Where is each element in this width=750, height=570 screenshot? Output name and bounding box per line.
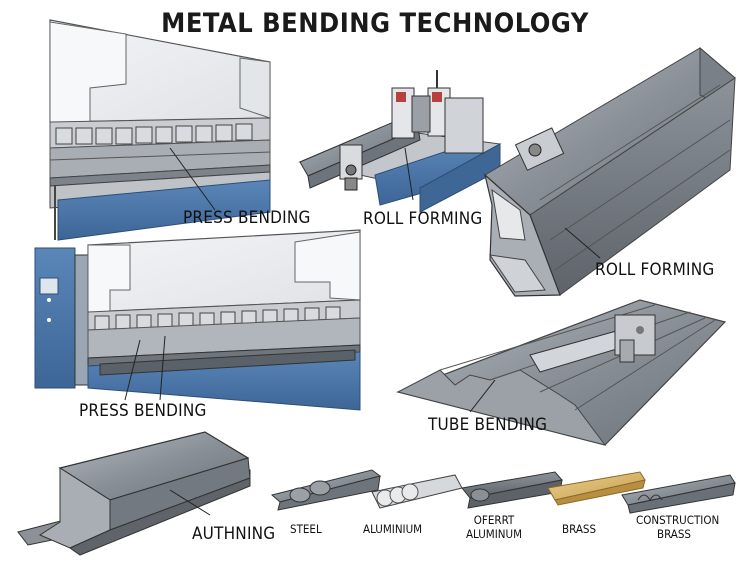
label-authning: AUTHNING <box>192 524 276 544</box>
label-oferrt-line1: OFERRT <box>473 513 515 527</box>
label-steel: STEEL <box>290 522 322 536</box>
label-press-bending-top: PRESS BENDING <box>183 208 311 228</box>
label-aluminium: ALUMINIUM <box>363 522 423 536</box>
label-press-bending-bottom: PRESS BENDING <box>79 401 207 421</box>
brass-sample-illustration <box>547 471 646 506</box>
tube-bending-profile-illustration <box>396 299 727 446</box>
label-brass: BRASS <box>562 522 597 536</box>
label-oferrt-line2: ALUMINUM <box>465 527 523 541</box>
hat-profile-illustration <box>17 431 251 556</box>
label-roll-forming-right: ROLL FORMING <box>595 260 715 280</box>
press-brake-top-illustration <box>49 19 271 241</box>
roll-formed-profile-illustration <box>483 46 736 297</box>
label-construction-line1: CONSTRUCTION <box>636 513 720 527</box>
label-tube-bending: TUBE BENDING <box>428 415 548 435</box>
label-roll-forming-mid: ROLL FORMING <box>363 209 483 229</box>
label-oferrt-aluminum: OFERRT ALUMINUM <box>464 513 524 541</box>
press-brake-bottom-illustration <box>34 229 361 411</box>
aluminium-sample-illustration <box>371 474 463 509</box>
oferrt-aluminum-sample-illustration <box>461 471 563 509</box>
label-construction-brass: CONSTRUCTION BRASS <box>636 513 720 541</box>
roll-forming-machine-illustration <box>298 70 502 213</box>
label-construction-line2: BRASS <box>656 527 692 541</box>
page-title: METAL BENDING TECHNOLOGY <box>161 8 589 39</box>
construction-brass-sample-illustration <box>621 474 736 514</box>
steel-sample-illustration <box>270 469 382 511</box>
